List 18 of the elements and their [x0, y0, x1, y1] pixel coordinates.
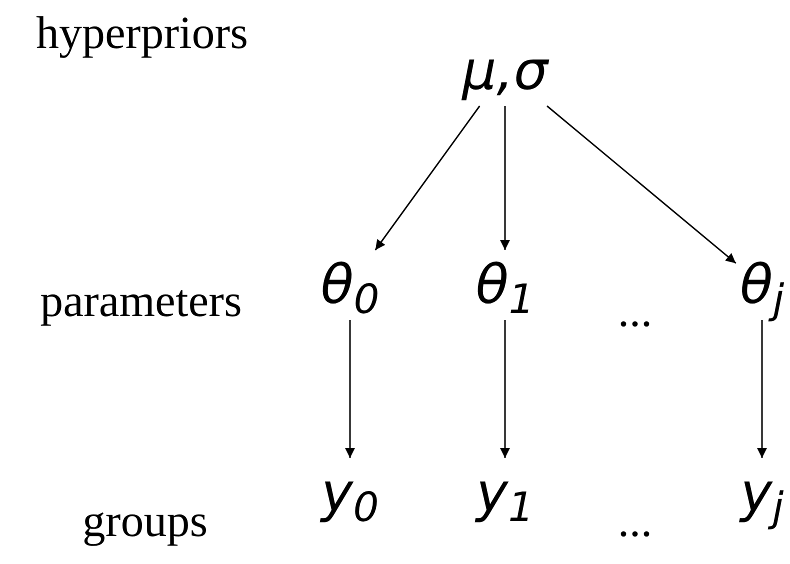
math-symbol: μ,σ [458, 36, 552, 106]
row-label: ... [618, 284, 652, 338]
math-symbol: y$_{1}$ [472, 458, 538, 528]
arrow [546, 105, 736, 264]
arrow [374, 106, 480, 250]
row-label: ... [618, 494, 652, 548]
math-symbol: y$_{0}$ [317, 458, 383, 528]
math-symbol: y$_{j}$ [736, 458, 788, 528]
math-symbol: θ$_{0}$ [316, 250, 384, 320]
row-label: hyperpriors [36, 6, 248, 60]
arrow [500, 106, 510, 250]
row-label: parameters [40, 274, 242, 328]
arrow [345, 320, 355, 458]
math-symbol: θ$_{j}$ [736, 250, 788, 320]
arrow [757, 320, 767, 458]
row-label: groups [82, 494, 208, 548]
math-symbol: θ$_{1}$ [472, 250, 538, 320]
arrow [500, 320, 510, 458]
